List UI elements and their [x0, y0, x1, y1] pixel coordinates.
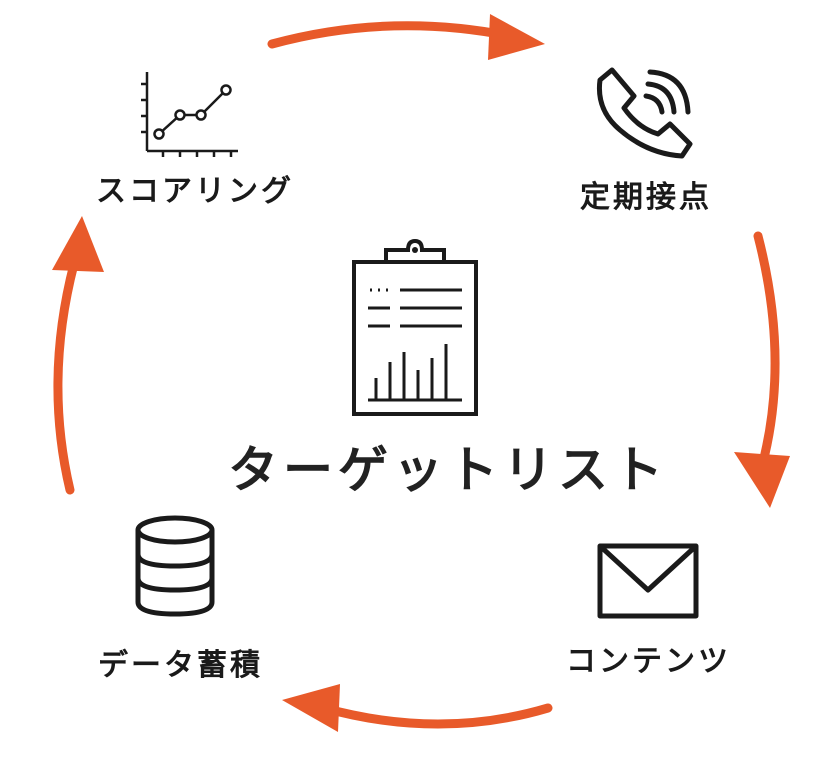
arrow-left	[52, 216, 104, 495]
phone-icon	[596, 67, 693, 159]
node-label-contact: 定期接点	[580, 180, 712, 215]
envelope-icon	[597, 543, 699, 619]
node-label-data: データ蓄積	[98, 648, 263, 683]
center-label: ターゲットリスト	[228, 441, 668, 499]
line-chart-icon	[141, 72, 238, 157]
node-label-content: コンテンツ	[566, 644, 731, 679]
database-icon	[135, 515, 215, 617]
arrow-right	[734, 231, 790, 508]
clipboard-report-icon	[352, 238, 478, 416]
arrow-bottom	[282, 684, 553, 732]
node-label-scoring: スコアリング	[96, 174, 294, 209]
arrow-top	[267, 14, 545, 60]
